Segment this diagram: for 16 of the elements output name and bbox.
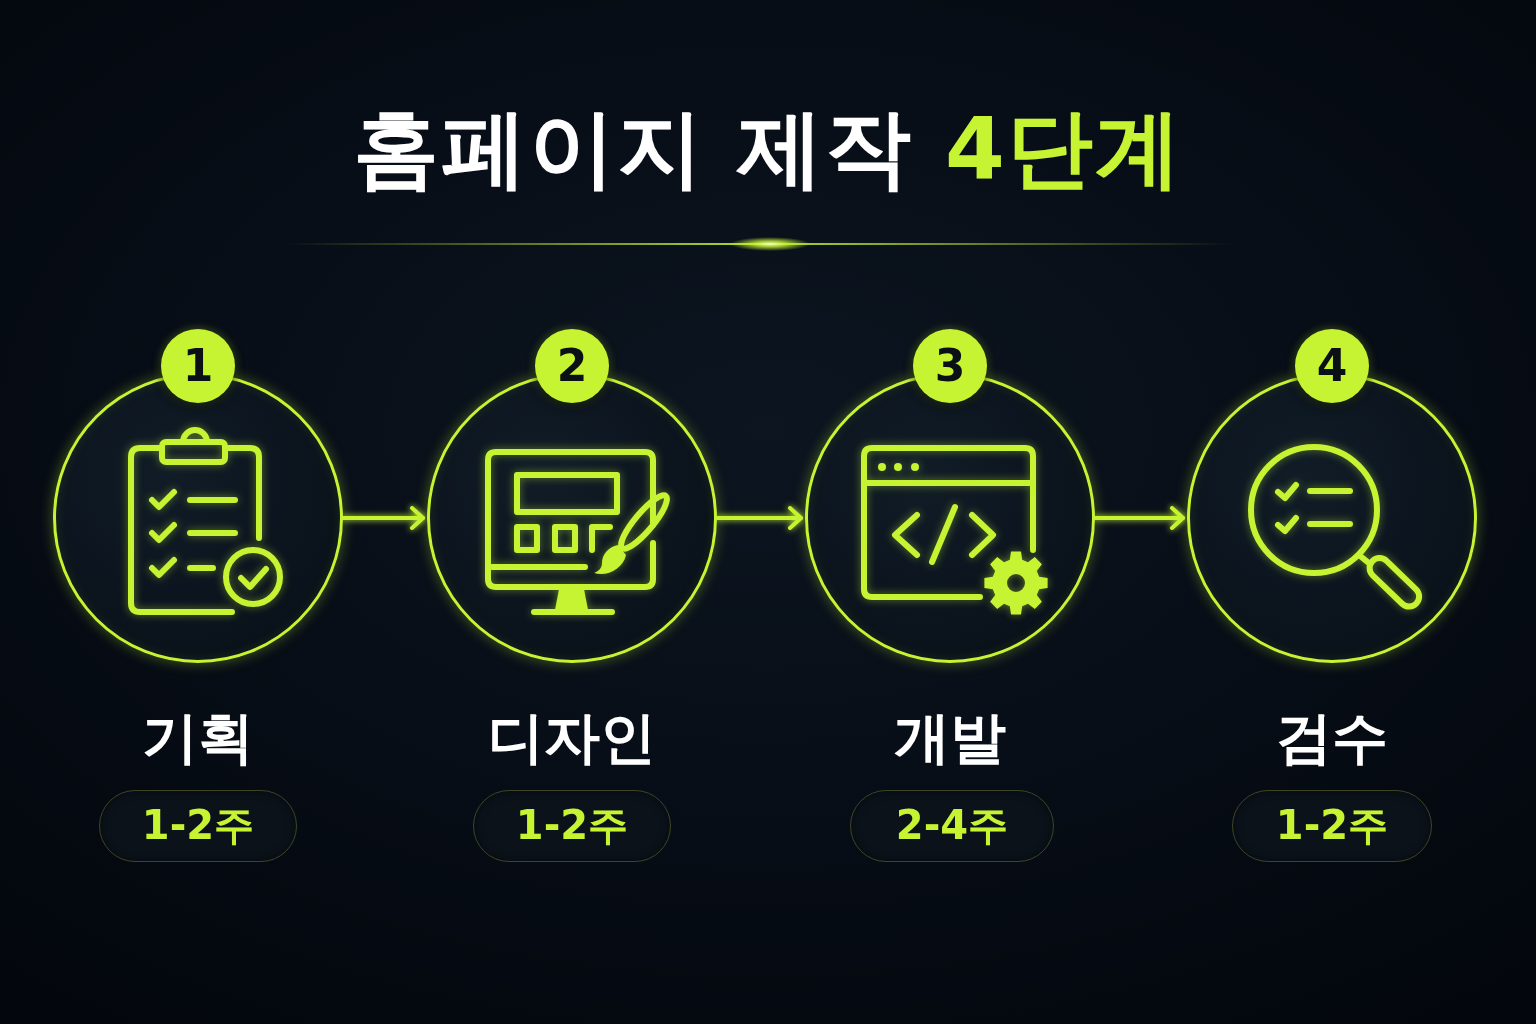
step-title: 검수	[1276, 706, 1388, 770]
number-badge: 1	[161, 329, 235, 403]
duration-pill: 1-2주	[473, 790, 671, 862]
step-title: 기획	[142, 706, 254, 770]
step-title: 개발	[894, 706, 1006, 770]
arrow	[1093, 506, 1185, 530]
duration-pill: 1-2주	[1232, 790, 1432, 862]
title: 홈페이지 제작 4단계	[353, 98, 1183, 198]
number-badge: 2	[535, 329, 609, 403]
step-title: 디자인	[488, 706, 656, 770]
arrow	[715, 506, 803, 530]
duration-pill: 1-2주	[99, 790, 297, 862]
arrow	[341, 506, 425, 530]
duration-pill: 2-4주	[850, 790, 1054, 862]
number-badge: 4	[1295, 329, 1369, 403]
number-badge: 3	[913, 329, 987, 403]
